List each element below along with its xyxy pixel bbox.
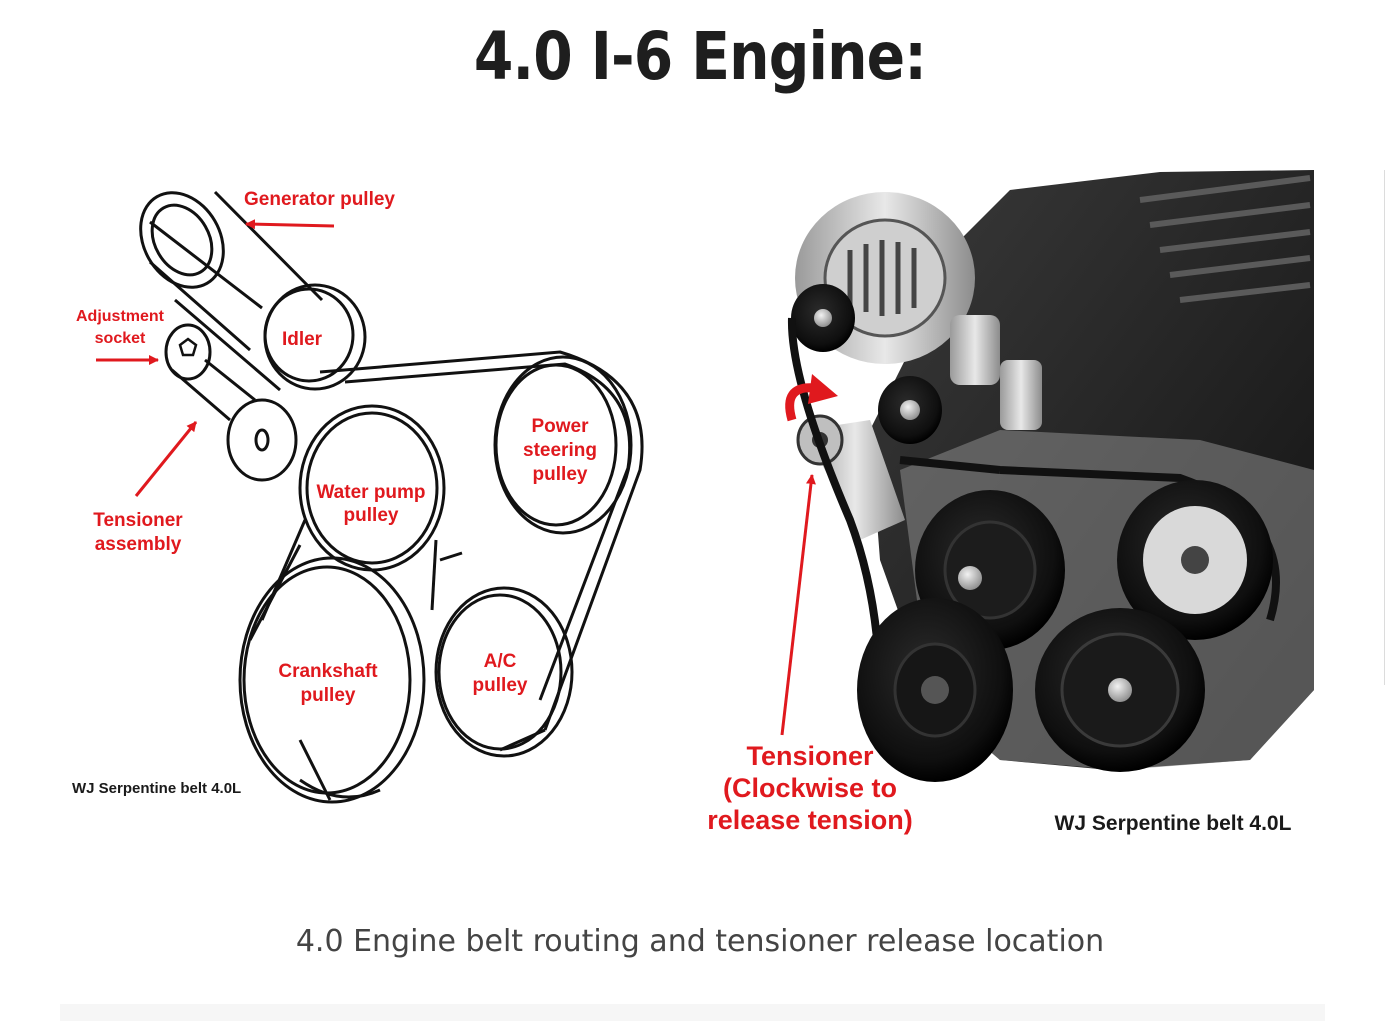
engine-photo [780,170,1314,782]
label-tensioner-1: Tensioner [93,510,183,531]
photo-ac-pulley [1035,608,1205,772]
label-water-2: pulley [344,505,399,526]
photo-caption: WJ Serpentine belt 4.0L [1055,812,1292,835]
label-crank-2: pulley [301,685,356,706]
label-ac-2: pulley [473,675,528,696]
label-water-1: Water pump [316,482,425,503]
belt-routing-diagram [139,190,644,804]
bottom-bar [60,1004,1325,1021]
tensioner-pulley [226,398,298,482]
tensioner-arrow [134,421,198,497]
label-ac-1: A/C [484,651,517,672]
generator-pulley [139,191,225,289]
ac-pulley [434,586,574,758]
photo-label-tensioner-3: release tension) [707,805,913,835]
photo-labels: Tensioner (Clockwise to release tension)… [707,741,1291,835]
adjustment-socket [164,323,212,381]
clockwise-arrow [785,383,816,422]
label-power-1: Power [531,416,589,437]
label-crank-1: Crankshaft [278,661,378,682]
side-divider [1384,170,1385,685]
diagram-arrows [96,219,335,497]
pump-housing [1000,360,1042,430]
diagram-caption: WJ Serpentine belt 4.0L [72,780,241,797]
label-tensioner-2: assembly [95,534,182,555]
tensioner-arm [171,358,256,422]
photo-power-steering-pulley [1117,480,1273,640]
page-title: 4.0 I-6 Engine: [473,18,927,95]
tensioner-pointer-arrow [780,474,816,736]
figure-caption: 4.0 Engine belt routing and tensioner re… [295,924,1105,959]
photo-label-tensioner-1: Tensioner [746,741,874,771]
belt-path [149,190,324,392]
label-idler: Idler [282,329,323,350]
label-adjustment-2: socket [95,330,146,347]
valve-cover [1139,175,1311,303]
label-power-3: pulley [533,464,588,485]
label-adjustment-1: Adjustment [76,308,165,325]
crankshaft-pulley [238,556,426,804]
photo-crankshaft-pulley [857,598,1013,782]
label-generator: Generator pulley [244,189,395,210]
thermostat-housing [950,315,1000,385]
label-power-2: steering [523,440,597,461]
generator-arrow [245,219,335,230]
diagram-labels: Generator pulley Adjustment socket Idler… [72,189,597,797]
alternator [791,192,975,364]
photo-label-tensioner-2: (Clockwise to [723,773,897,803]
